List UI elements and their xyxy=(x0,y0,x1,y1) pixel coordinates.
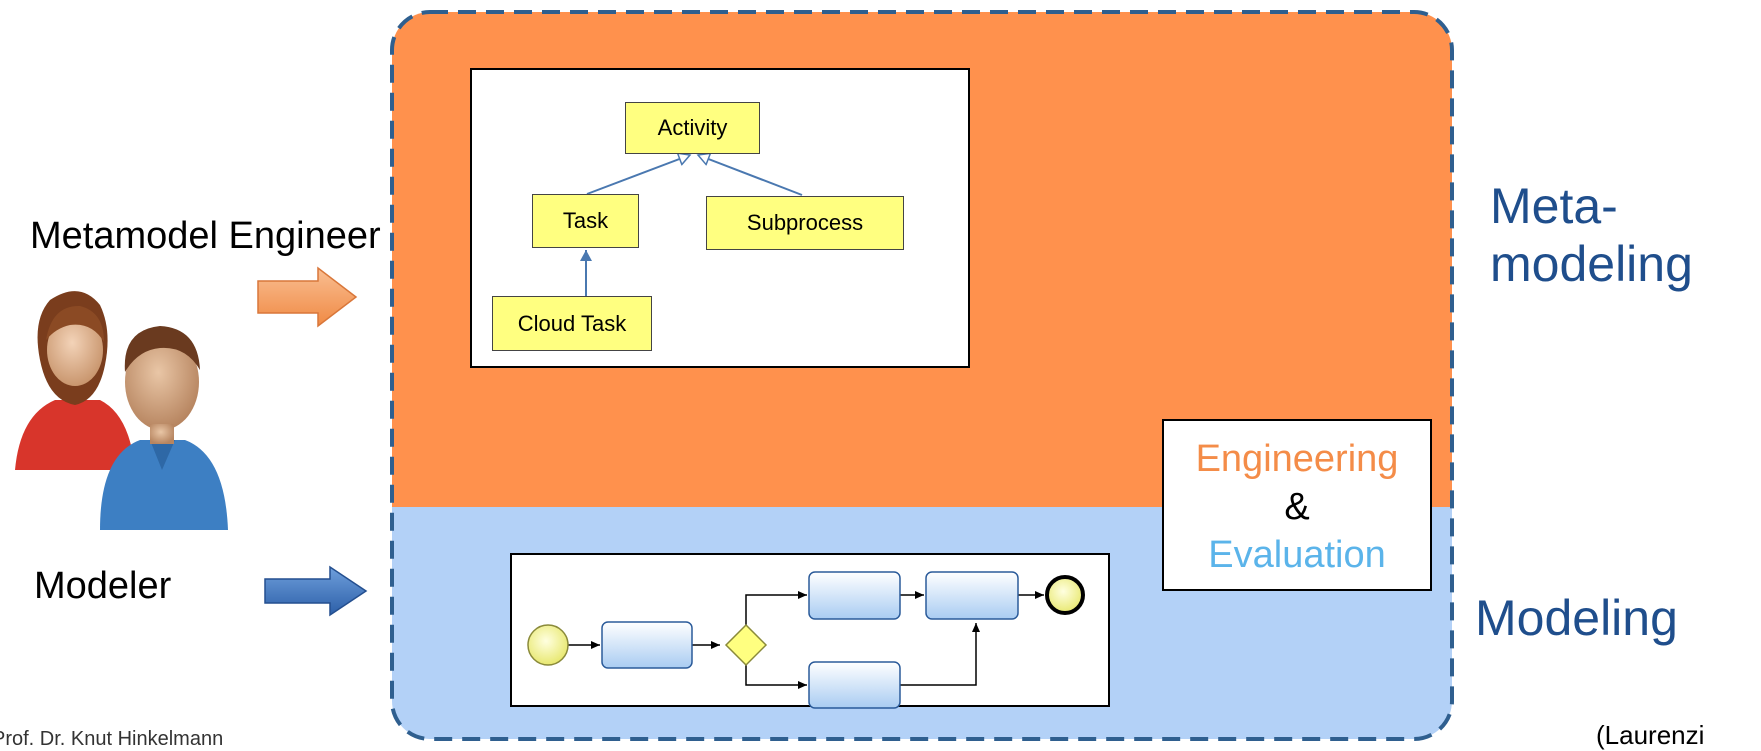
class-relations xyxy=(580,70,803,296)
bpmn-process-model xyxy=(510,553,1110,709)
author-footer: Prof. Dr. Knut Hinkelmann xyxy=(0,728,224,750)
class-cloud-task: Cloud Task xyxy=(492,296,652,351)
task-generalization xyxy=(586,155,690,195)
task-2 xyxy=(808,571,901,620)
dashed-border xyxy=(390,10,1454,741)
task-4 xyxy=(925,571,1019,620)
ampersand-text: & xyxy=(1284,486,1310,528)
evaluation-text: Evaluation xyxy=(1208,534,1386,576)
class-task: Task xyxy=(532,194,639,248)
metamodeling-label-line1: Meta- xyxy=(1490,178,1618,234)
end-event xyxy=(1045,575,1085,615)
engineering-text: Engineering xyxy=(1195,438,1399,480)
metamodeling-label-line2: modeling xyxy=(1490,236,1693,292)
task-3 xyxy=(808,661,901,709)
metamodel-engineer-arrow xyxy=(257,266,358,328)
task-1 xyxy=(601,621,693,669)
citation-footer: (Laurenzi xyxy=(1596,720,1705,750)
class-activity: Activity xyxy=(625,102,760,154)
class-subprocess: Subprocess xyxy=(706,196,904,250)
bpmn-diagram xyxy=(527,571,1085,709)
exclusive-gateway xyxy=(724,623,768,667)
modeling-label: Modeling xyxy=(1475,590,1678,646)
start-event xyxy=(527,624,569,666)
subprocess-generalization xyxy=(698,155,803,196)
metamodel-engineer-label: Metamodel Engineer xyxy=(30,215,381,257)
modeler-arrow xyxy=(264,565,368,617)
modeler-label: Modeler xyxy=(34,565,172,607)
metamodel-class-diagram: Activity Task Subprocess Cloud Task xyxy=(470,68,970,368)
two-people-icon xyxy=(15,291,228,530)
engineering-evaluation-box: Engineering & Evaluation xyxy=(1162,419,1432,591)
